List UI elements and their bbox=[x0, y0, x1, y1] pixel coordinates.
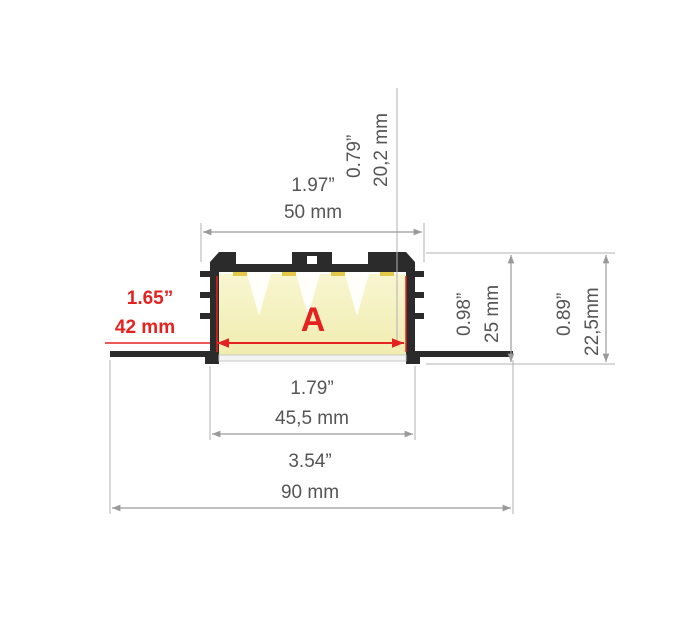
dim-body-height: 0.98” 25 mm bbox=[426, 252, 520, 365]
left-rib-3 bbox=[200, 313, 214, 319]
dim-top-depth: 0.79” 20,2 mm bbox=[344, 88, 398, 346]
dim-total-height: 0.89” 22,5mm bbox=[520, 252, 615, 365]
dim-inner-width: 1.79” 45,5 mm bbox=[209, 366, 416, 440]
insert-width-mm: 42 mm bbox=[115, 317, 175, 338]
dim-flange-width: 3.54” 90 mm bbox=[109, 360, 514, 514]
led-3 bbox=[331, 272, 345, 276]
left-rib-2 bbox=[200, 292, 214, 298]
shadow-wedge-2 bbox=[296, 274, 320, 316]
inner-width-inch: 1.79” bbox=[290, 378, 333, 399]
inner-width-mm: 45,5 mm bbox=[275, 408, 349, 429]
top-bar bbox=[219, 264, 406, 272]
flange-width-mm: 90 mm bbox=[281, 482, 339, 503]
led-2 bbox=[282, 272, 296, 276]
led-1 bbox=[233, 272, 247, 276]
right-wall bbox=[389, 252, 415, 362]
right-rib-3 bbox=[410, 313, 424, 319]
top-notch-center-gap bbox=[307, 256, 317, 264]
body-height-mm: 25 mm bbox=[482, 285, 503, 343]
left-rib-1 bbox=[200, 271, 214, 277]
right-rib-1 bbox=[410, 271, 424, 277]
right-rib-2 bbox=[410, 292, 424, 298]
left-foot bbox=[205, 356, 219, 364]
label-a: A bbox=[301, 301, 326, 339]
shadow-wedge-1 bbox=[247, 274, 271, 316]
flange-width-inch: 3.54” bbox=[288, 451, 331, 472]
diffuser-cover bbox=[218, 354, 407, 362]
led-4 bbox=[380, 272, 394, 276]
dim-outer-width: 1.97” 50 mm bbox=[200, 175, 425, 262]
outer-width-mm: 50 mm bbox=[284, 202, 342, 223]
outer-width-inch: 1.97” bbox=[291, 175, 334, 196]
top-notch-right bbox=[368, 252, 390, 264]
top-depth-mm: 20,2 mm bbox=[371, 113, 392, 187]
total-height-mm: 22,5mm bbox=[582, 287, 603, 356]
top-depth-inch: 0.79” bbox=[344, 135, 365, 178]
right-flange bbox=[413, 351, 513, 357]
right-foot bbox=[406, 356, 420, 364]
shadow-wedge-3 bbox=[345, 274, 369, 316]
body-height-inch: 0.98” bbox=[454, 293, 475, 336]
dim-insert-width: 1.65” 42 mm A bbox=[105, 276, 407, 352]
left-flange bbox=[110, 351, 210, 357]
insert-width-inch: 1.65” bbox=[127, 288, 173, 309]
total-height-inch: 0.89” bbox=[554, 293, 575, 336]
